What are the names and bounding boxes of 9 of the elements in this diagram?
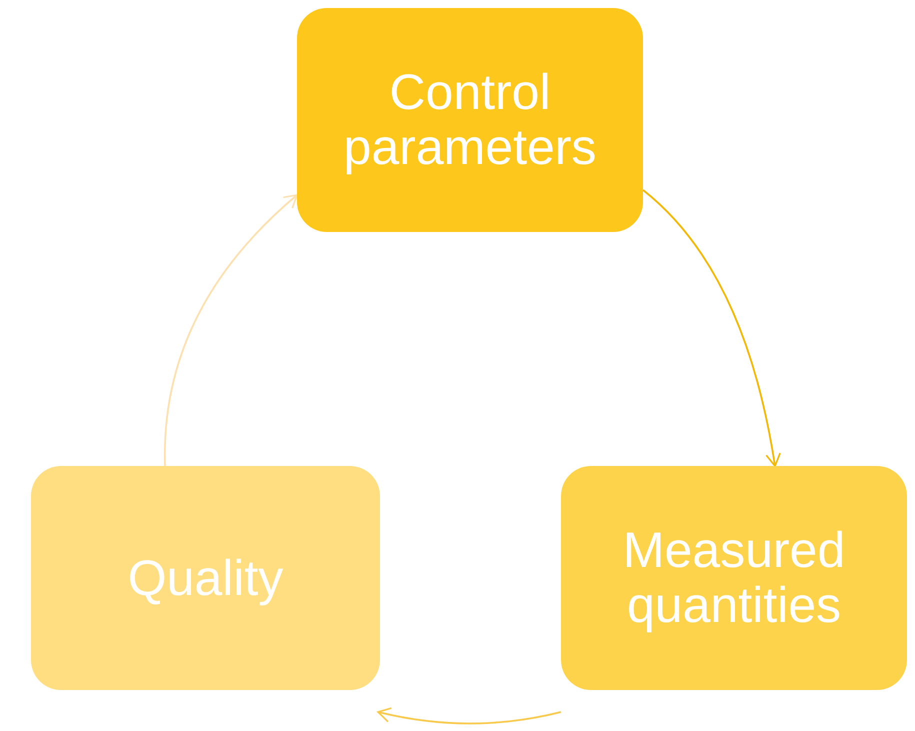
curved-arrow	[377, 707, 562, 724]
process-box	[297, 8, 643, 232]
curved-arrow	[164, 194, 298, 466]
process-box	[561, 466, 907, 690]
box-label: Measured quantities	[622, 523, 846, 633]
process-box	[31, 466, 380, 690]
box-label: Control parameters	[342, 65, 598, 175]
curved-arrow	[642, 189, 781, 467]
box-label: Quality	[128, 550, 284, 606]
